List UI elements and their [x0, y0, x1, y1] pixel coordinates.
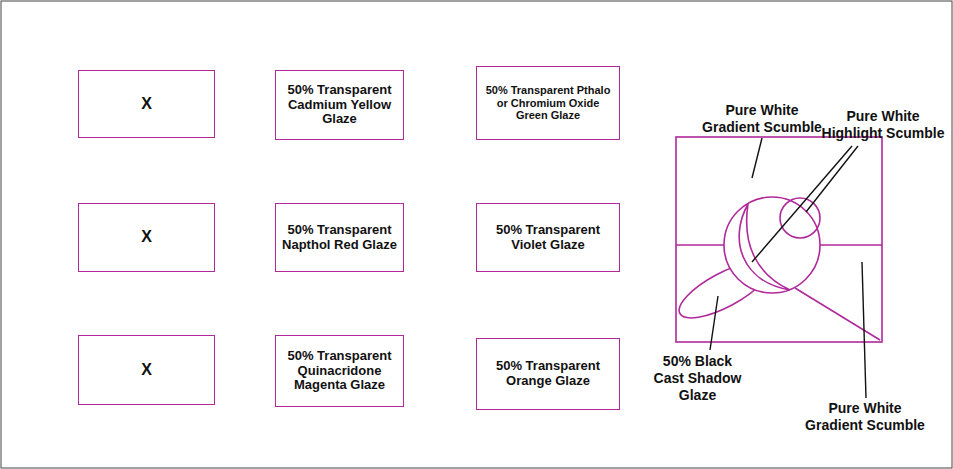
- glaze-box: 50% Transparent Pthalo or Chromium Oxide…: [476, 66, 620, 140]
- box-label: 50% Transparent Cadmium Yellow Glaze: [276, 79, 403, 132]
- box-text-group: 50% Transparent Napthol Red Glaze: [276, 219, 403, 257]
- callout-label: 50% Black Cast Shadow Glaze: [650, 353, 745, 403]
- callout-label: Pure White Gradient Scumble: [697, 102, 827, 136]
- glaze-box: 50% Transparent Violet Glaze: [476, 203, 620, 272]
- leader-line: [862, 262, 866, 398]
- box-text-group: 50% Transparent Cadmium Yellow Glaze: [276, 79, 403, 132]
- box-label: 50% Transparent Quinacridone Magenta Gla…: [276, 345, 403, 398]
- horizon-line: [676, 244, 724, 246]
- glaze-box: 50% Transparent Quinacridone Magenta Gla…: [275, 335, 404, 407]
- leader-line: [752, 138, 762, 178]
- box-label: 50% Transparent Violet Glaze: [477, 219, 619, 257]
- backdrop-square: [676, 137, 882, 342]
- box-label: 50% Transparent Pthalo or Chromium Oxide…: [477, 80, 619, 126]
- callout-label: Pure White Gradient Scumble: [800, 400, 930, 434]
- box-text-group: 50% Transparent Pthalo or Chromium Oxide…: [477, 80, 619, 126]
- highlight-circle: [780, 198, 820, 238]
- glaze-box: 50% Transparent Napthol Red Glaze: [275, 203, 404, 272]
- box-text-group: X: [135, 91, 158, 117]
- glaze-box: 50% Transparent Orange Glaze: [476, 338, 620, 410]
- box-label: X: [135, 91, 158, 117]
- box-label: 50% Transparent Napthol Red Glaze: [276, 219, 403, 257]
- horizon-line: [820, 244, 882, 246]
- glaze-box: 50% Transparent Cadmium Yellow Glaze: [275, 70, 404, 140]
- box-label: 50% Transparent Orange Glaze: [477, 355, 619, 393]
- box-label: X: [135, 224, 158, 250]
- callout-label: Pure White Highlight Scumble: [818, 108, 948, 142]
- shadow-edge-line: [795, 288, 880, 340]
- leader-line: [752, 146, 852, 262]
- glaze-box: X: [78, 70, 215, 138]
- glaze-box: X: [78, 335, 215, 405]
- leader-line: [710, 296, 718, 350]
- box-text-group: X: [135, 357, 158, 383]
- glaze-box: X: [78, 203, 215, 272]
- box-text-group: X: [135, 224, 158, 250]
- box-text-group: 50% Transparent Quinacridone Magenta Gla…: [276, 345, 403, 398]
- box-text-group: 50% Transparent Orange Glaze: [477, 355, 619, 393]
- box-text-group: 50% Transparent Violet Glaze: [477, 219, 619, 257]
- box-label: X: [135, 357, 158, 383]
- leader-line: [806, 146, 858, 212]
